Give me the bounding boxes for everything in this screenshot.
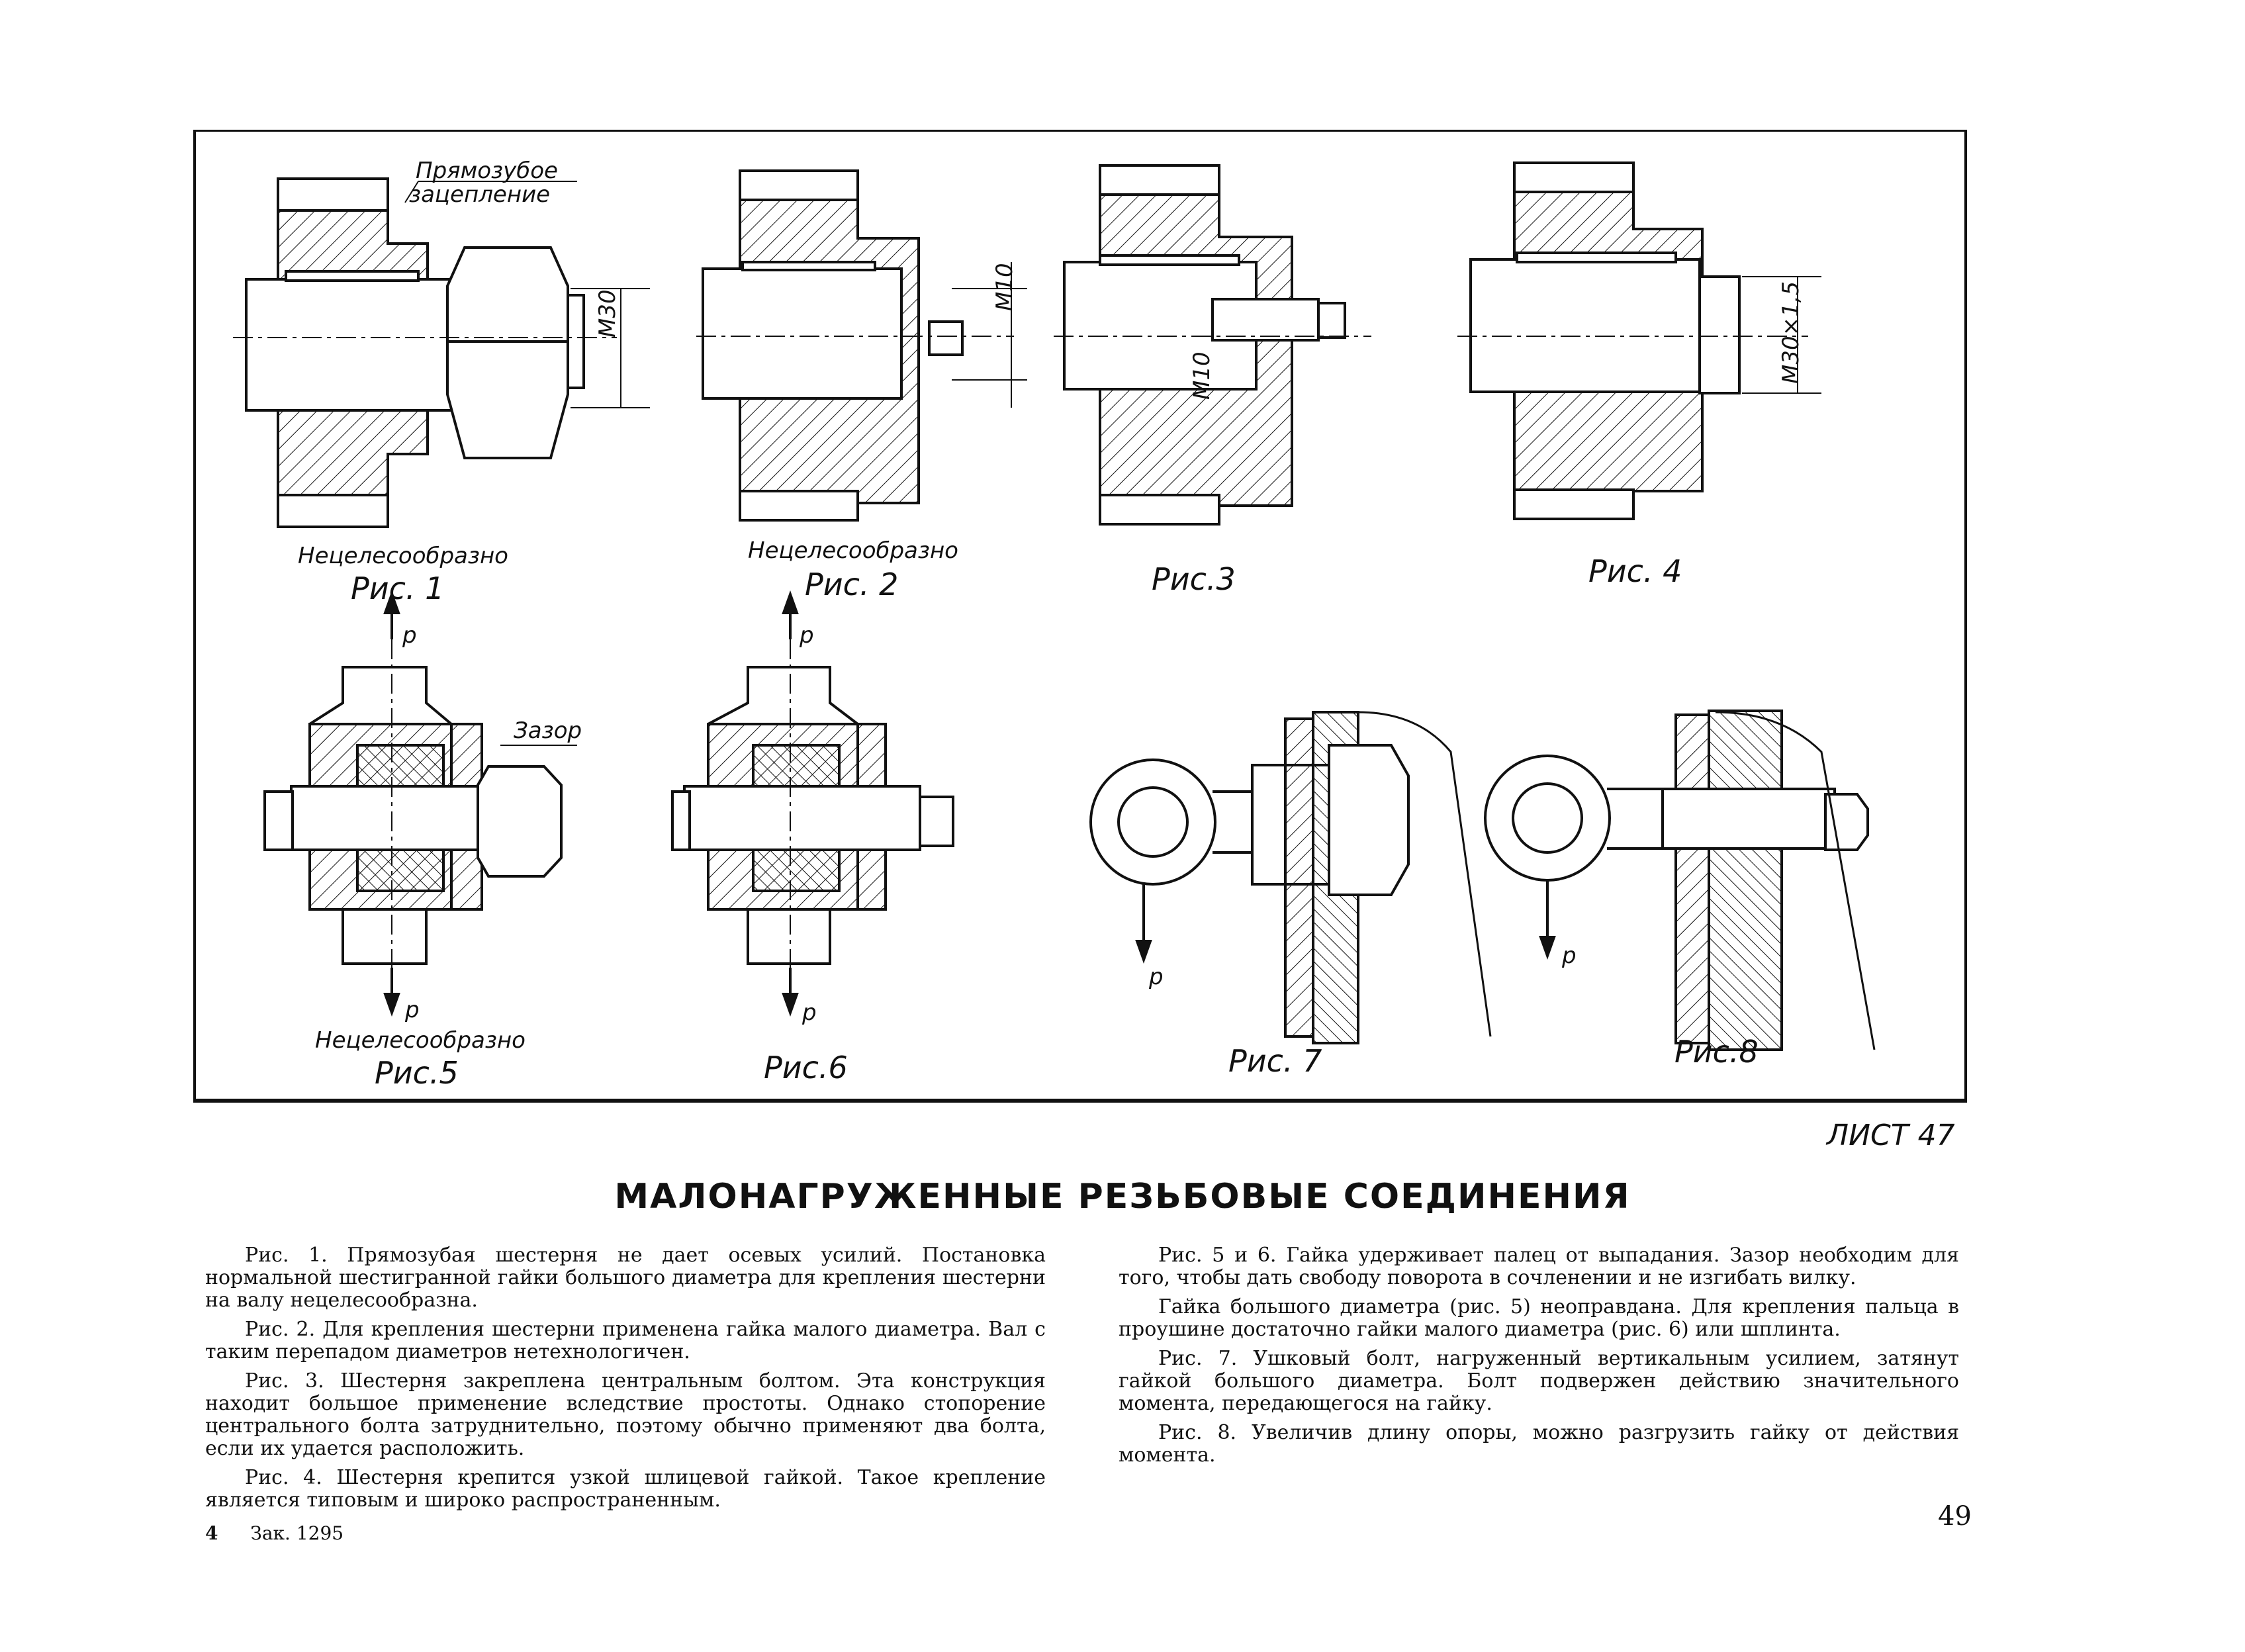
fig5-caption: Рис.5 [375, 1055, 459, 1091]
paragraph: Рис. 3. Шестерня закреплена центральным … [205, 1369, 1046, 1460]
technical-drawings [233, 161, 1876, 1051]
page-number: 49 [1938, 1501, 1972, 1532]
fig4-caption: Рис. 4 [1588, 553, 1682, 589]
fig7-caption: Рис. 7 [1228, 1043, 1322, 1079]
dim-m10-label-b: М10 [1189, 351, 1215, 400]
dim-m30-label: М30 [594, 289, 621, 338]
footer-number: 4 [205, 1522, 218, 1544]
force-label-fig6-top: p [800, 622, 814, 649]
fig2-caption: Рис. 2 [805, 567, 899, 602]
fig6-fork-drawing [671, 590, 954, 1017]
paragraph: Рис. 8. Увеличив длину опоры, можно разг… [1119, 1421, 1959, 1467]
force-label-fig7: p [1149, 964, 1164, 990]
paragraph: Рис. 5 и 6. Гайка удерживает палец от вы… [1119, 1244, 1959, 1289]
spur-gear-label-1: Прямозубое [416, 158, 558, 184]
fig7-eyebolt-drawing [1089, 711, 1492, 1044]
paragraph: Рис. 7. Ушковый болт, нагруженный вертик… [1119, 1347, 1959, 1415]
force-label-fig8: p [1562, 942, 1577, 969]
fig6-caption: Рис.6 [764, 1050, 848, 1085]
force-label-fig5-bottom: p [405, 997, 420, 1023]
fig1-gear-drawing [233, 177, 650, 528]
fig3-gear-drawing [1054, 164, 1371, 526]
force-label-fig5-top: p [402, 622, 417, 649]
fig5-note: Нецелесообразно [315, 1027, 526, 1054]
spur-gear-label-2: зацепление [409, 181, 551, 208]
dim-m10-label-a: М10 [991, 263, 1018, 311]
page-title: МАЛОНАГРУЖЕННЫЕ РЕЗЬБОВЫЕ СОЕДИНЕНИЯ [614, 1177, 1631, 1216]
fig1-caption: Рис. 1 [351, 571, 445, 606]
gap-label: Зазор [514, 717, 582, 744]
sheet-label: ЛИСТ 47 [1827, 1119, 1955, 1152]
left-column: Рис. 1. Прямозубая шестерня не дает осев… [205, 1244, 1046, 1518]
force-label-fig6-bottom: p [802, 999, 817, 1026]
fig4-gear-drawing [1457, 161, 1821, 520]
fig1-note: Нецелесообразно [298, 543, 508, 569]
fig2-gear-drawing [696, 169, 1027, 522]
fig8-eyebolt-drawing [1484, 710, 1876, 1051]
footer: 4 Зак. 1295 [205, 1522, 344, 1544]
right-column: Рис. 5 и 6. Гайка удерживает палец от вы… [1119, 1244, 1959, 1473]
footer-order: Зак. 1295 [250, 1522, 344, 1544]
fig3-caption: Рис.3 [1152, 561, 1236, 597]
fig5-fork-drawing [263, 590, 577, 1017]
paragraph: Гайка большого диаметра (рис. 5) неоправ… [1119, 1295, 1959, 1341]
paragraph: Рис. 4. Шестерня крепится узкой шлицевой… [205, 1466, 1046, 1512]
fig8-caption: Рис.8 [1674, 1034, 1759, 1070]
drawing-frame [193, 130, 1967, 1103]
paragraph: Рис. 2. Для крепления шестерни применена… [205, 1318, 1046, 1363]
dim-m30x15-label: М30×1,5 [1778, 281, 1804, 384]
fig2-note: Нецелесообразно [748, 537, 958, 564]
paragraph: Рис. 1. Прямозубая шестерня не дает осев… [205, 1244, 1046, 1312]
